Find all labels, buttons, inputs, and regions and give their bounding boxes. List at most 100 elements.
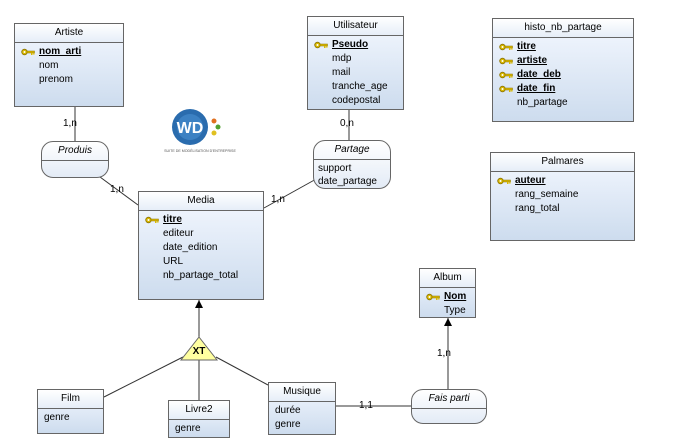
entity-musique[interactable]: Musique durée genre	[268, 382, 336, 435]
svg-text:SUITE DE MODÉLISATION D'ENTREP: SUITE DE MODÉLISATION D'ENTREPRISE	[164, 148, 236, 153]
key-icon	[314, 41, 328, 49]
attribute: Type	[444, 305, 466, 316]
xt-triangle	[179, 336, 219, 361]
entity-title: Media	[139, 192, 263, 211]
card-artiste-produis: 1,n	[63, 118, 77, 129]
entity-title: histo_nb_partage	[493, 19, 633, 38]
entity-title: Film	[38, 390, 103, 409]
entity-title: Artiste	[15, 24, 123, 43]
key-attribute: titre	[493, 40, 633, 54]
attribute: nom	[39, 60, 59, 71]
card-album-faisparti: 1,n	[437, 348, 451, 359]
assoc-produis[interactable]: Produis	[41, 141, 109, 178]
link-xt-musique	[215, 356, 269, 386]
attribute: durée	[275, 405, 301, 416]
card-media-produis: 1,n	[110, 184, 124, 195]
key-attribute: nom_arti	[15, 45, 123, 59]
association-attribute: date_partage	[318, 176, 377, 187]
attribute-list: titre artiste date_deb date_fin nb_partage	[493, 38, 633, 110]
link-partage-media	[263, 177, 319, 209]
association-name: Produis	[42, 142, 108, 161]
attribute-list: durée genre	[269, 402, 335, 432]
key-attribute: titre	[139, 213, 263, 227]
key-attribute-label: date_deb	[517, 69, 561, 80]
key-icon	[426, 293, 440, 301]
key-attribute-label: auteur	[515, 175, 546, 186]
key-attribute-label: artiste	[517, 55, 548, 66]
key-icon	[497, 177, 511, 185]
key-attribute: artiste	[493, 54, 633, 68]
attribute: mail	[332, 67, 351, 78]
association-attributes	[42, 161, 108, 163]
assoc-fais-parti[interactable]: Fais parti	[411, 389, 487, 424]
key-attribute-label: Pseudo	[332, 39, 369, 50]
association-name: Partage	[314, 141, 390, 160]
attribute: genre	[175, 423, 201, 434]
key-attribute: auteur	[491, 174, 634, 188]
xt-label: XT	[193, 346, 206, 357]
inherit-arrow	[195, 300, 203, 308]
entity-title: Musique	[269, 383, 335, 402]
attribute: nb_partage_total	[163, 270, 239, 281]
attribute: codepostal	[332, 95, 381, 106]
key-attribute-label: titre	[517, 41, 536, 52]
key-attribute-label: Nom	[444, 291, 467, 302]
key-attribute: Nom	[420, 290, 475, 304]
card-utilisateur-partage: 0,n	[340, 118, 354, 129]
entity-title: Palmares	[491, 153, 634, 172]
attribute-list: genre	[38, 409, 103, 425]
key-icon	[499, 71, 513, 79]
entity-livre2[interactable]: Livre2 genre	[168, 400, 230, 438]
entity-palmares[interactable]: Palmares auteur rang_semaine rang_total	[490, 152, 635, 241]
key-attribute-label: titre	[163, 214, 182, 225]
attribute: rang_semaine	[515, 189, 579, 200]
attribute: date_edition	[163, 242, 218, 253]
attribute: prenom	[39, 74, 73, 85]
key-icon	[499, 43, 513, 51]
key-icon	[21, 48, 35, 56]
key-attribute-label: date_fin	[517, 83, 556, 94]
card-musique-faisparti: 1,1	[359, 400, 373, 411]
card-media-partage: 1,n	[271, 194, 285, 205]
link-produis-media	[99, 176, 139, 206]
entity-title: Utilisateur	[308, 17, 403, 36]
key-attribute: date_fin	[493, 82, 633, 96]
attribute-list: auteur rang_semaine rang_total	[491, 172, 634, 216]
association-attributes: support date_partage	[314, 160, 390, 188]
attribute: genre	[44, 412, 70, 423]
key-icon	[499, 57, 513, 65]
windesign-logo: WD SUITE DE MODÉLISATION D'ENTREPRISE	[164, 109, 236, 153]
key-attribute: date_deb	[493, 68, 633, 82]
key-attribute-label: nom_arti	[39, 46, 82, 57]
entity-title: Album	[420, 269, 475, 288]
attribute-list: genre	[169, 420, 229, 436]
key-attribute: Pseudo	[308, 38, 403, 52]
association-name: Fais parti	[412, 390, 486, 409]
attribute: genre	[275, 419, 301, 430]
key-icon	[145, 216, 159, 224]
entity-title: Livre2	[169, 401, 229, 420]
entity-film[interactable]: Film genre	[37, 389, 104, 434]
svg-text:WD: WD	[177, 120, 204, 137]
attribute-list: Pseudo mdp mail tranche_age codepostal	[308, 36, 403, 108]
album-arrow	[444, 318, 452, 326]
attribute: editeur	[163, 228, 194, 239]
assoc-partage[interactable]: Partage support date_partage	[313, 140, 391, 189]
attribute: URL	[163, 256, 184, 267]
attribute: nb_partage	[517, 97, 568, 108]
association-attributes	[412, 409, 486, 411]
key-icon	[499, 85, 513, 93]
attribute: mdp	[332, 53, 352, 64]
association-attribute: support	[318, 163, 352, 174]
attribute: rang_total	[515, 203, 560, 214]
attribute: tranche_age	[332, 81, 388, 92]
